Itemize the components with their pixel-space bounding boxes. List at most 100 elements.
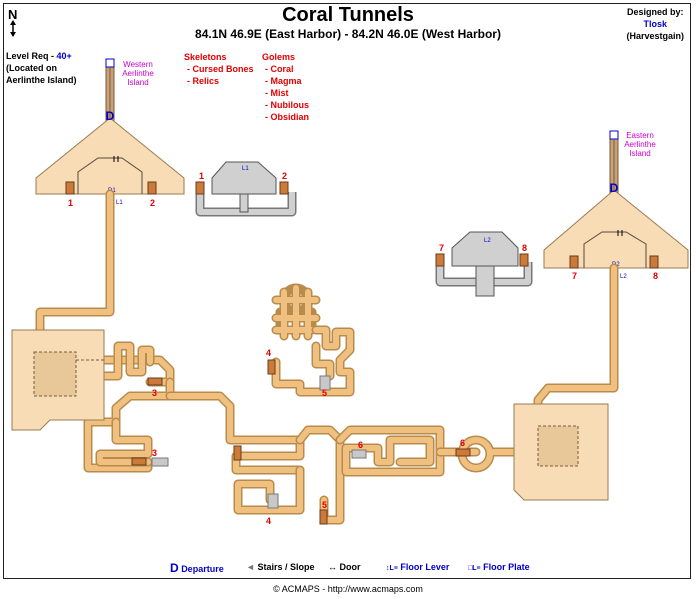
designer-name: Tlosk — [643, 19, 667, 29]
golem-item: - Coral — [265, 64, 294, 74]
east-departure-room: D D2 L2 7 8 — [543, 130, 689, 281]
l1-lever-marker: L1 — [242, 166, 249, 172]
label-1: 1 — [199, 171, 204, 181]
place-line: Island — [127, 78, 149, 87]
portal-4-icon — [233, 445, 242, 461]
place-line: Western — [123, 60, 153, 69]
label-5: 5 — [322, 388, 327, 398]
portal-2-icon — [147, 181, 157, 195]
tunnel-portals — [131, 359, 471, 525]
map-border — [3, 3, 691, 579]
portal-7-icon — [435, 253, 445, 267]
level-requirement: Level Req - 40+ (Located on Aerlinthe Is… — [6, 50, 77, 86]
portal-3-icon — [131, 457, 147, 466]
portal-8-icon — [519, 253, 529, 267]
golems-heading: Golems — [262, 52, 296, 62]
level-location-1: (Located on — [6, 63, 57, 73]
label-5: 5 — [322, 500, 327, 510]
portal-1-icon — [65, 181, 75, 195]
portal-3-icon — [147, 377, 163, 386]
stairs-icon — [319, 375, 331, 391]
label-3: 3 — [152, 448, 157, 458]
north-label: N — [8, 7, 17, 22]
door-legend-label: Door — [339, 562, 361, 572]
legend-departure: D Departure — [170, 561, 224, 575]
skeleton-item: - Cursed Bones — [187, 64, 254, 74]
label-3: 3 — [152, 388, 157, 398]
label-4: 4 — [266, 348, 271, 358]
plate-legend-icon: □L≡ — [468, 565, 481, 572]
designer-guild: (Harvestgain) — [626, 31, 684, 41]
designed-by-label: Designed by: — [626, 7, 684, 17]
portal-icon — [105, 58, 115, 68]
departure-legend-icon: D — [170, 561, 179, 575]
east-hub-room — [513, 403, 609, 501]
l1-marker: L1 — [116, 200, 123, 206]
eastern-island-label: Eastern Aerlinthe Island — [620, 131, 660, 158]
map-footer: © ACMAPS - http://www.acmaps.com — [273, 584, 423, 594]
east-tunnels — [457, 263, 619, 473]
label-8: 8 — [522, 243, 527, 253]
place-line: Aerlinthe — [624, 140, 656, 149]
portal-4-icon — [267, 359, 276, 375]
west-departure-room: D D1 L1 1 2 — [35, 58, 185, 208]
portal-5-icon — [319, 509, 328, 525]
north-arrow-icon: N — [8, 7, 17, 37]
skeleton-item: - Relics — [187, 76, 220, 86]
portal-2-icon — [279, 181, 289, 195]
tunnel-labels: 3 3 4 4 5 5 6 6 — [152, 348, 465, 526]
legend-floor-plate: □L≡ Floor Plate — [468, 562, 530, 572]
skeletons-list: Skeletons - Cursed Bones - Relics — [184, 51, 254, 87]
portal-6-icon — [455, 448, 471, 457]
l2-marker: L2 — [620, 274, 627, 280]
stairs-icon — [267, 493, 279, 509]
legend-door: ↔ Door — [328, 562, 361, 572]
golem-item: - Nubilous — [265, 100, 309, 110]
plate-legend-label: Floor Plate — [483, 562, 530, 572]
label-2: 2 — [150, 198, 155, 208]
label-6: 6 — [460, 438, 465, 448]
level-value: 40+ — [56, 51, 72, 61]
lever-room-1: L1 1 2 — [195, 161, 297, 217]
stairs-legend-label: Stairs / Slope — [257, 562, 315, 572]
stairs-markers — [151, 375, 367, 509]
lever-legend-label: Floor Lever — [400, 562, 450, 572]
place-line: Island — [629, 149, 651, 158]
label-7: 7 — [439, 243, 444, 253]
lever-room-2: L2 7 8 — [435, 231, 533, 297]
portal-1-icon — [195, 181, 205, 195]
skeletons-heading: Skeletons — [184, 52, 227, 62]
label-1: 1 — [68, 198, 73, 208]
portal-icon — [609, 130, 619, 140]
departure-marker: D — [610, 181, 619, 195]
golem-item: - Obsidian — [265, 112, 310, 122]
level-location-2: Aerlinthe Island) — [6, 75, 77, 85]
golem-item: - Mist — [265, 88, 289, 98]
stairs-icon — [151, 457, 169, 467]
level-prefix: Level Req - — [6, 51, 57, 61]
portal-8-icon — [649, 255, 659, 269]
label-8: 8 — [653, 271, 658, 281]
map-title: Coral Tunnels — [282, 4, 414, 26]
designer-credit: Designed by: Tlosk (Harvestgain) — [626, 6, 684, 42]
place-line: Eastern — [626, 131, 654, 140]
place-line: Aerlinthe — [122, 69, 154, 78]
legend-stairs: ◄ Stairs / Slope — [246, 562, 314, 572]
western-island-label: Western Aerlinthe Island — [118, 60, 158, 87]
map-coordinates: 84.1N 46.9E (East Harbor) - 84.2N 46.0E … — [195, 27, 501, 41]
label-6: 6 — [358, 440, 363, 450]
departure-marker: D — [106, 109, 115, 123]
lever-legend-icon: ↕L≡ — [386, 565, 398, 572]
west-hub-room — [11, 329, 105, 431]
west-tunnels — [35, 189, 481, 525]
legend-floor-lever: ↕L≡ Floor Lever — [386, 562, 449, 572]
label-7: 7 — [572, 271, 577, 281]
stairs-icon — [351, 449, 367, 459]
golems-list: Golems - Coral - Magma - Mist - Nubilous… — [262, 51, 309, 123]
l2-lever-marker: L2 — [484, 238, 491, 244]
stairs-legend-icon: ◄ — [246, 562, 255, 572]
departure-legend-label: Departure — [181, 564, 224, 574]
label-4: 4 — [266, 516, 271, 526]
